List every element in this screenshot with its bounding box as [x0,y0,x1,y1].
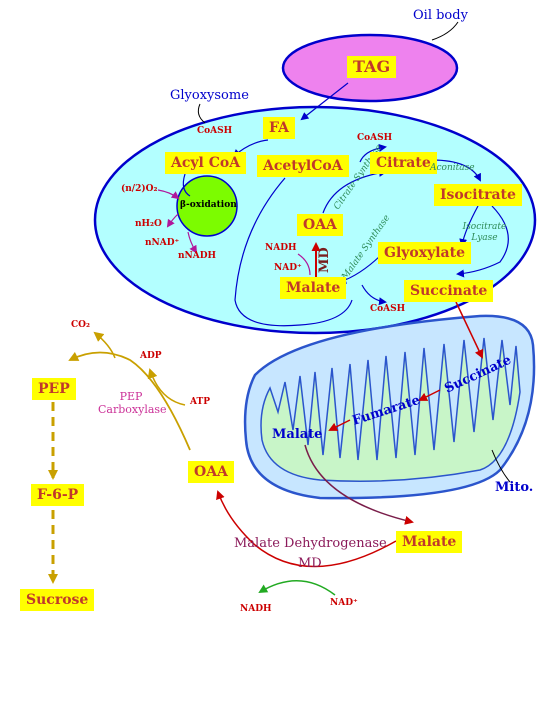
coash-malate-arrow [361,284,387,306]
sucrose-box: Sucrose [20,589,95,611]
f6p-box: F-6-P [31,484,85,506]
malate-to-oaa-arrow [216,490,397,568]
nad-label-2: NAD⁺ [274,263,302,273]
beta-oxidation-circle [176,175,238,237]
oil-body-label: Oil body [413,8,468,23]
mito-label: Mito. [495,480,534,495]
h2o-arrow [166,213,179,228]
glyoxylate-box: Glyoxylate [378,242,471,264]
nad-arrow [187,231,198,254]
acetylcoa-to-malate-loop [234,177,353,327]
pep-box: PEP [32,378,76,400]
md-label-2: MD [298,556,322,571]
atp-arrow [147,368,186,406]
nad-label-3: NAD⁺ [330,598,358,608]
isocitrate-to-succinate-arrow [456,205,509,278]
nad-nadh-arrow [258,580,336,596]
oaa-box-2: OAA [188,461,234,483]
coash-label-1: CoASH [197,126,233,136]
acylcoa-loop [182,173,191,197]
aconitase-label: Aconitase [430,163,475,173]
coash-label-2: CoASH [357,133,393,143]
malate-box-1: Malate [280,277,347,299]
tag-to-fa-arrow [300,82,349,121]
glyoxysome-leader [197,103,206,124]
oil-body-leader [431,21,459,41]
md-label-1: MD [317,247,332,273]
oaa-to-pep-arrow [68,351,191,451]
atp-label: ATP [190,397,210,407]
succinate-to-mito-arrow [455,301,484,359]
acyl-coa-box: Acyl CoA [165,152,247,174]
adp-label: ADP [140,351,162,361]
nadh-label-2: NADH [265,243,297,253]
nad-label-1: nNAD⁺ [145,238,180,248]
mitochondrion [243,314,536,500]
citrate-box: Citrate [370,152,437,174]
isocitrate-lyase-label: Isocitrate Lyase [462,222,507,243]
co2-arrow [93,331,116,359]
malate-box-2: Malate [396,531,463,553]
succinate-to-fumarate-arrow [418,389,441,401]
co2-label: CO₂ [71,320,90,330]
coash-citrate-arrow [359,143,387,163]
nadh-label-3: NADH [240,604,272,614]
acetyl-coa-box: AcetylCoA [257,155,349,177]
fumarate-to-malate-arrow [328,419,351,431]
nadh-label-1: nNADH [178,251,217,261]
tag-box: TAG [347,56,397,78]
malate-dehydrogenase-label: Malate Dehydrogenase [234,536,387,551]
nadh-arrow [297,253,311,276]
glyoxysome-label: Glyoxysome [170,88,249,103]
mito-malate-label: Malate [272,427,323,442]
h2o-label: nH₂O [135,219,162,229]
isocitrate-box: Isocitrate [434,184,522,206]
fa-box: FA [263,117,295,139]
coash-label-3: CoASH [370,304,406,314]
pep-carboxylase-label: PEP Carboxylase [98,390,167,416]
oaa-box-1: OAA [297,214,343,236]
o2-label: (n/2)O₂ [121,184,158,194]
mito-leader [491,449,511,483]
succinate-box: Succinate [404,280,494,302]
mito-malate-to-malate-arrow [304,444,414,525]
o2-arrow [157,189,180,200]
citrate-to-isocitrate-arrow [431,159,481,182]
beta-oxidation-label: β-oxidation [180,200,237,210]
